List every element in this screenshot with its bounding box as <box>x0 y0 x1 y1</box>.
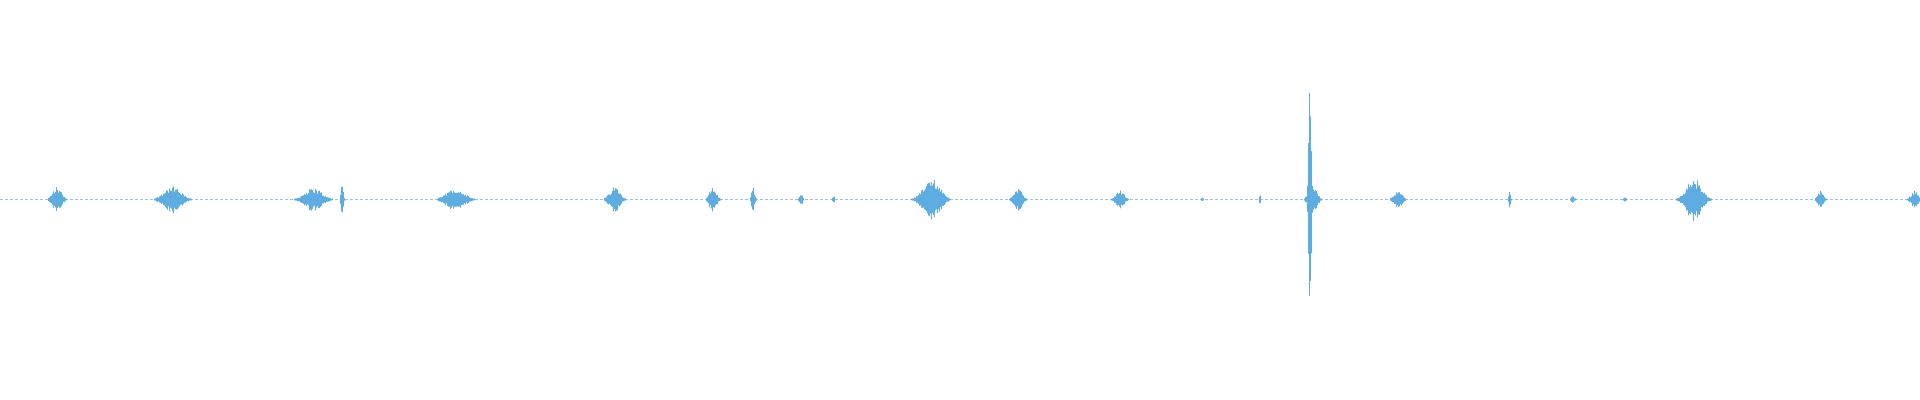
waveform-bars <box>48 92 1920 296</box>
waveform-path <box>48 92 1920 296</box>
